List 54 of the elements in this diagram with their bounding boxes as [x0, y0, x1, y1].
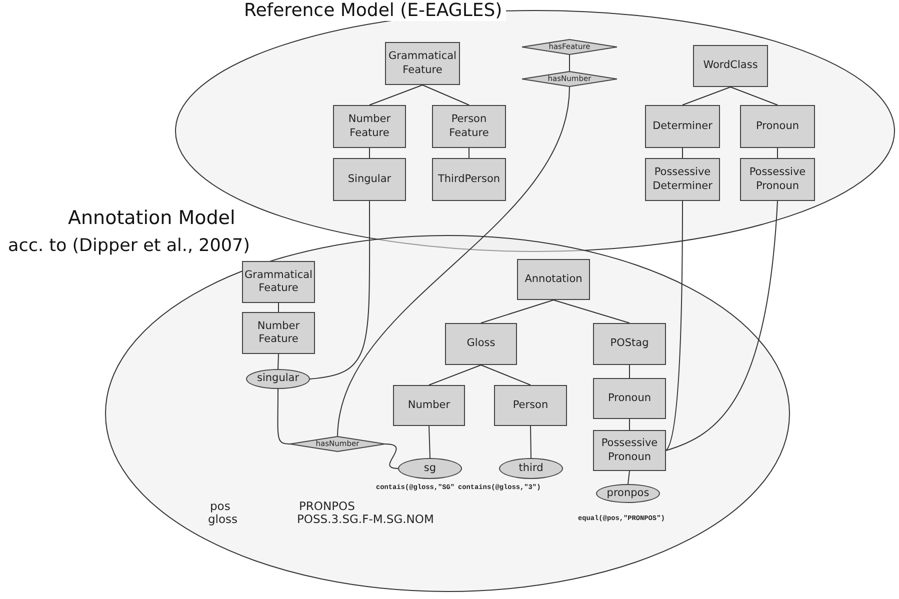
connector-line [682, 86, 731, 106]
connector-line [682, 148, 683, 158]
connector-line [480, 364, 531, 386]
value-ellipse: pronpos [596, 484, 660, 503]
connector-line [468, 148, 470, 158]
connector-line [730, 86, 778, 106]
class-box: Grammatical Feature [242, 261, 315, 303]
class-box: Grammatical Feature [385, 42, 460, 85]
class-box: Pronoun [593, 378, 666, 419]
class-box: Pronoun [740, 105, 815, 148]
connector-line [278, 354, 279, 370]
connector-line [278, 302, 279, 312]
connector-line [337, 86, 570, 436]
attribute-value: PRONPOS [299, 499, 355, 513]
connector-line [629, 364, 630, 378]
class-box: Determiner [645, 105, 720, 148]
connector-line [277, 388, 290, 444]
connector-line [666, 200, 778, 451]
connector-line [777, 148, 778, 158]
class-box: Person Feature [432, 105, 506, 148]
class-box: Singular [333, 158, 406, 201]
connector-line [629, 418, 630, 430]
connector-line [384, 444, 398, 469]
class-box: ThirdPerson [432, 158, 506, 201]
attribute-name: gloss [208, 512, 238, 526]
class-box: Number Feature [333, 105, 406, 148]
class-box: Possessive Pronoun [740, 158, 815, 201]
value-ellipse: sg [398, 458, 462, 479]
class-box: Possessive Pronoun [593, 430, 666, 471]
class-box: Number Feature [242, 312, 315, 354]
connector-line [628, 470, 630, 484]
connector-line [422, 84, 470, 106]
attribute-value: POSS.3.SG.F-M.SG.NOM [297, 512, 434, 526]
connector-line [666, 200, 683, 451]
connector-line [428, 426, 430, 458]
connector-line [530, 426, 532, 458]
connector-line [553, 300, 630, 324]
connector-line [428, 364, 482, 386]
model-heading: Annotation Model [68, 207, 236, 229]
class-box: WordClass [693, 45, 768, 87]
value-ellipse: third [499, 458, 563, 479]
connector-line [569, 54, 570, 72]
connector-line [310, 200, 370, 380]
attribute-name: pos [210, 499, 230, 513]
class-box: Gloss [445, 323, 517, 365]
connector-line [369, 84, 423, 106]
class-box: Number [393, 385, 465, 426]
value-ellipse: singular [246, 369, 310, 389]
connector-line [480, 300, 554, 324]
class-box: Annotation [517, 259, 590, 300]
connector-line [369, 148, 370, 158]
class-box: Possessive Determiner [645, 158, 720, 201]
class-box: POStag [593, 323, 666, 365]
class-box: Person [494, 385, 567, 426]
